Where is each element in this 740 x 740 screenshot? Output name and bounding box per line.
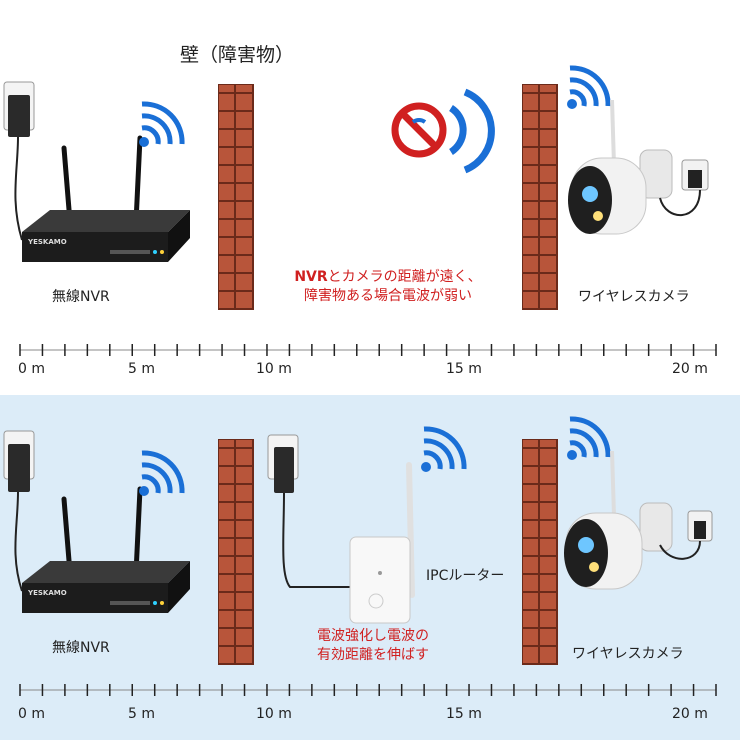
scale-label-5: 5 m [128,361,155,377]
no-signal-icon [391,88,495,174]
wifi-signal-icon [139,101,185,147]
scale-label-20: 20 m [672,361,708,377]
warning-line2: 障害物ある場合電波が弱い [304,288,472,304]
brick-wall [218,439,254,665]
wifi-signal-icon [567,65,611,109]
ipc-router [267,434,415,624]
wireless-camera [568,99,709,235]
nvr-power-adapter [3,430,35,592]
brick-wall [218,84,254,310]
distance-scale [19,684,717,696]
weak-signal-warning: NVRとカメラの距離が遠く、 障害物ある場合電波が弱い [268,268,508,306]
brick-wall [522,84,558,310]
top-scenario-panel: 壁（障害物） YESKAMO 無線NVR NVRとカメラの距離が遠く、 [3,44,717,377]
wifi-signal-icon [139,450,185,496]
warning-prefix: NVR [294,269,328,285]
scale-label-10: 10 m [256,706,292,722]
nvr-label: 無線NVR [52,640,110,656]
wireless-camera [564,450,713,590]
distance-scale [19,344,717,356]
wifi-signal-icon [567,416,611,460]
brick-wall [522,439,558,665]
camera-label: ワイヤレスカメラ [578,289,690,305]
nvr-device [22,486,190,613]
wifi-signal-icon [421,426,467,472]
scale-label-15: 15 m [446,706,482,722]
scale-label-0: 0 m [18,361,45,377]
note-line2: 有効距離を伸ばす [317,647,429,663]
nvr-label: 無線NVR [52,289,110,305]
nvr-device [22,135,190,262]
scale-label-15: 15 m [446,361,482,377]
warning-line1: とカメラの距離が遠く、 [327,269,482,285]
nvr-power-adapter [3,81,35,241]
scale-label-10: 10 m [256,361,292,377]
extended-range-note: 電波強化し電波の 有効距離を伸ばす [298,627,448,665]
nvr-brand: YESKAMO [28,589,67,597]
scale-label-0: 0 m [18,706,45,722]
obstacle-heading: 壁（障害物） [180,44,295,66]
nvr-brand: YESKAMO [28,238,67,246]
bottom-scenario-panel: YESKAMO 無線NVR IPCルーター 電波強化し電波の 有効距離を伸ばす [0,395,740,740]
note-line1: 電波強化し電波の [317,628,429,644]
scale-label-5: 5 m [128,706,155,722]
camera-label: ワイヤレスカメラ [572,646,684,662]
router-label: IPCルーター [426,568,505,584]
scale-label-20: 20 m [672,706,708,722]
